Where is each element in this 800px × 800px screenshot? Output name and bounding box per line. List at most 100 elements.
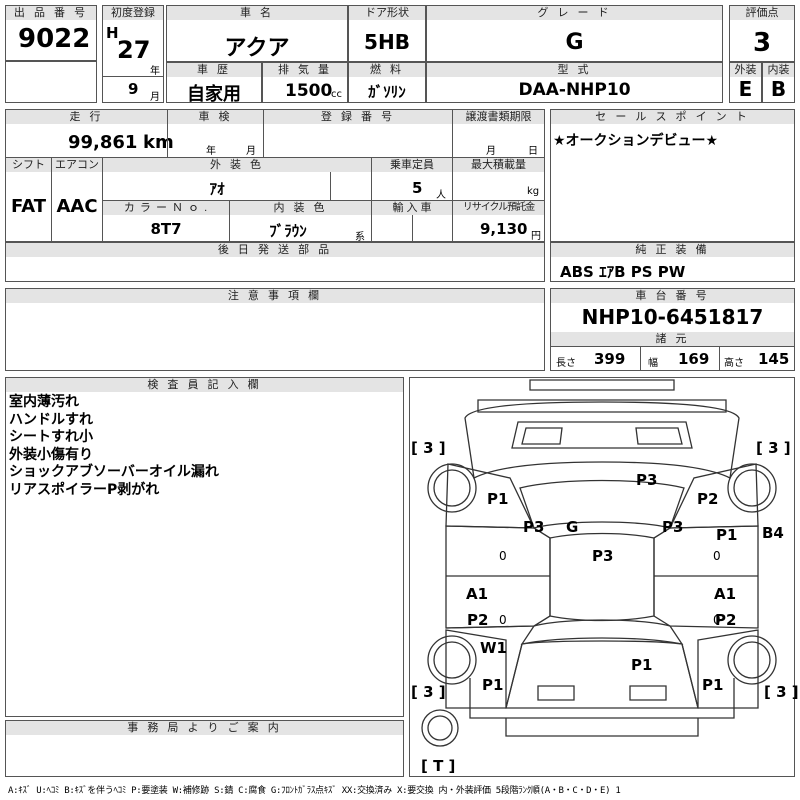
first-reg-year: 27 [117,36,151,64]
notes-label: 注 意 事 項 欄 [6,289,544,303]
mark-rl-door-a: A1 [466,585,489,603]
door-value: 5HB [364,30,410,54]
genuine-equipment-box [550,242,795,282]
mark-rr-door-zero: 0 [713,613,721,627]
interior-grade-box [762,62,795,103]
car-name-value: アクア [224,36,290,61]
divider [167,110,168,157]
recycle-unit: 円 [531,231,541,242]
office-label: 事 務 局 よ り ご 案 内 [6,721,403,735]
max-load-unit: kg [527,186,540,197]
inspector-notes: 室内薄汚れ ハンドルすれ シートすれ小 外装小傷有り ショックアブソーバーオイル… [9,394,219,499]
inspector-label: 検 査 員 記 入 欄 [6,378,403,392]
mark-roof: P3 [592,547,614,565]
history-value: 自家用 [187,84,241,105]
mark-fl-pillar: P3 [523,518,545,536]
office-box [5,720,404,777]
divider [6,157,544,158]
mark-rl-door-zero: 0 [499,613,507,627]
lot-label: 出 品 番 号 [6,6,96,20]
score-box [729,5,795,62]
first-reg-month-unit: 月 [150,92,160,103]
interior-grade-label: 内装 [763,63,794,77]
diagram-box [409,377,795,777]
inspector-line: ハンドルすれ [9,411,93,428]
fuel-box [348,62,426,103]
width-label: 幅 [648,358,658,369]
divider [640,346,641,370]
divider [452,110,453,157]
color-no-value: 8T7 [150,220,182,238]
mark-hood: P3 [636,471,658,489]
shift-label: シフト [6,158,51,172]
color-no-label: カ ラ ー Ｎ ｏ . [103,201,229,215]
aircon-label: エアコン [52,158,102,172]
mark-fr-door: P1 [716,526,738,544]
model-label: 型 式 [427,63,722,77]
damage-legend: A:ｷｽﾞ U:ﾍｺﾐ B:ｷｽﾞを伴うﾍｺﾐ P:要塗装 W:補修跡 S:錆 … [8,786,621,796]
exterior-grade-value: E [738,77,753,101]
first-reg-year-unit: 年 [150,66,160,77]
grade-value: G [565,30,584,55]
mark-rl-quarter: P1 [482,676,504,694]
first-reg-label: 初度登録 [103,6,163,20]
mileage-value: 99,861 [68,132,138,153]
door-label: ドア形状 [349,6,425,20]
sales-point-value: ★オークションデビュー★ [553,133,719,149]
divider [102,158,103,242]
first-reg-box [102,5,164,103]
mark-fr-fender: P2 [697,490,719,508]
history-box [166,62,262,103]
grade-label: グ レ ー ド [427,6,722,20]
info-table [5,109,545,242]
inspection-year-unit: 年 [206,146,216,157]
lot-blank-box [5,61,97,103]
specs-label: 諸 元 [551,332,794,346]
sales-point-box [550,109,795,242]
grade-box [426,5,723,62]
capacity-value: 5 [412,179,423,197]
inspector-box [5,377,404,717]
inspector-line: ショックアブソーバーオイル漏れ [9,464,219,480]
length-value: 399 [594,350,626,368]
chassis-box [550,288,795,371]
score-value: 3 [752,28,772,58]
exterior-grade-label: 外装 [730,63,761,77]
first-reg-month: 9 [128,80,139,98]
mark-rr-door-p: P2 [715,611,737,629]
car-name-label: 車 名 [167,6,347,20]
width-value: 169 [678,350,710,368]
registration-label: 登 録 番 号 [264,110,452,124]
displacement-box [262,62,348,103]
later-parts-label: 後 日 発 送 部 品 [6,243,544,257]
first-reg-era: H [106,24,119,42]
exterior-grade-box [729,62,762,103]
mark-rr-quarter: P1 [702,676,724,694]
divider [719,346,720,370]
score-label: 評価点 [730,6,794,20]
divider [229,201,230,242]
chassis-value: NHP10-6451817 [581,305,764,329]
mark-fr-pillar: P3 [662,518,684,536]
fuel-value: ｶﾞｿﾘﾝ [368,83,406,101]
height-value: 145 [758,350,790,368]
tire-rr: [ 3 ] [764,683,799,701]
import-label: 輸 入 車 [372,201,452,215]
mark-fr-bumper-side: B4 [762,524,784,542]
transfer-month-unit: 月 [486,146,496,157]
displacement-label: 排 気 量 [263,63,347,77]
tire-rl: [ 3 ] [411,683,446,701]
displacement-value: 1500 [285,81,333,101]
recycle-label: リサイクル預託金 [453,201,544,215]
shift-value: FAT [10,196,47,217]
mark-fl-fender: P1 [487,490,509,508]
int-color-unit: 系 [355,232,365,243]
lot-box [5,5,97,61]
tire-spare: [ T ] [421,757,456,775]
capacity-unit: 人 [436,190,446,201]
transfer-label: 譲渡書類期限 [453,110,544,124]
displacement-unit: cc [331,89,342,100]
mark-rr-door-a: A1 [714,585,737,603]
aircon-value: AAC [56,196,98,217]
inspector-line: シートすれ小 [9,429,93,445]
